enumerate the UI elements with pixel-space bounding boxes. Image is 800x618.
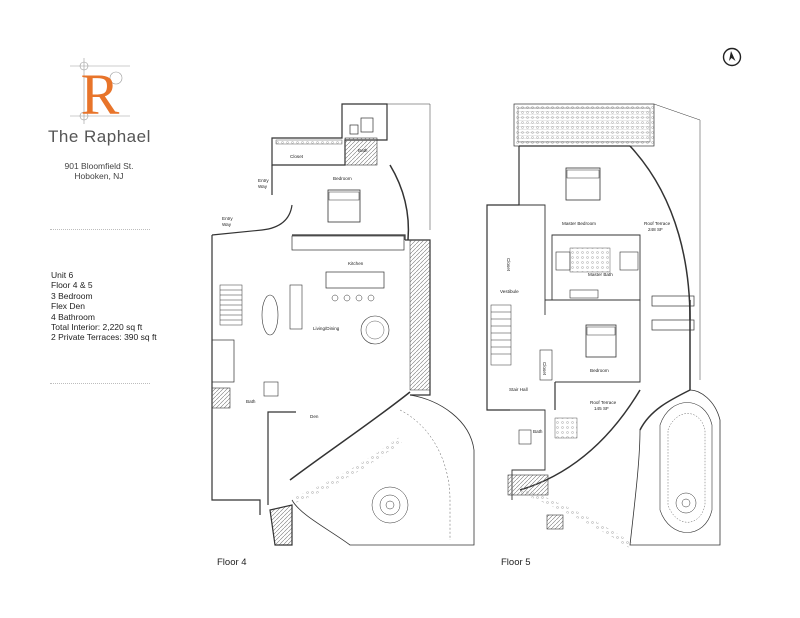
f4-bath-bottom-label: Bath: [246, 399, 256, 404]
floor-5-label: Floor 5: [501, 557, 531, 568]
f5-roof-terrace-2-label: Roof Terrace: [590, 400, 617, 405]
divider-bottom: [50, 383, 150, 384]
f4-kitchen-label: Kitchen: [348, 261, 364, 266]
logo-letter: R: [81, 62, 120, 124]
f4-entry-way-1b-label: Way: [258, 184, 268, 189]
raphael-logo-icon: R: [70, 58, 130, 124]
f4-entry-way-2b-label: Way: [222, 222, 232, 227]
f5-closet-label: Closet: [506, 258, 511, 272]
f5-roof-terrace-2-area: 145 SF: [594, 406, 609, 411]
f4-den-label: Den: [310, 414, 319, 419]
f4-entry-way-2a-label: Entry: [222, 216, 233, 221]
spec-bedrooms: 3 Bedroom: [51, 290, 93, 301]
floor-4-plan: [211, 103, 475, 546]
f4-living-label: Living/Dining: [313, 326, 340, 331]
spec-den: Flex Den: [51, 301, 86, 312]
f5-closet-2-label: Closet: [542, 362, 547, 376]
address-line-2: Hoboken, NJ: [74, 171, 124, 181]
address: 901 Bloomfield St. Hoboken, NJ: [60, 161, 138, 181]
f5-vestibule-label: Vestibule: [500, 289, 519, 294]
spec-unit: Unit 6: [51, 270, 74, 280]
spec-bathrooms: 4 Bathroom: [51, 311, 95, 322]
f5-bedroom-label: Bedroom: [590, 368, 609, 373]
f4-bedroom-label: Bedroom: [333, 176, 352, 181]
f5-roof-terrace-1-label: Roof Terrace: [644, 221, 671, 226]
f5-master-bedroom-label: Master Bedroom: [562, 221, 596, 226]
unit-specs: Unit 6 Floor 4 & 5 3 Bedroom Flex Den 4 …: [51, 270, 157, 343]
floor-4-label: Floor 4: [217, 557, 247, 568]
f5-roof-terrace-1-area: 248 SF: [648, 227, 663, 232]
brand-title: The Raphael: [48, 127, 151, 146]
spec-terraces: 2 Private Terraces: 390 sq ft: [51, 332, 157, 343]
f5-stair-hall-label: Stair Hall: [509, 387, 528, 392]
address-line-1: 901 Bloomfield St.: [64, 161, 134, 171]
divider-top: [50, 229, 150, 230]
f5-bath-label: Bath: [533, 429, 543, 434]
f5-master-bath-label: Master Bath: [588, 272, 613, 277]
f4-bath-top-label: Bath: [358, 148, 368, 153]
floor-5-plan: [486, 103, 721, 548]
f4-entry-way-1a-label: Entry: [258, 178, 269, 183]
north-arrow-icon: [722, 47, 742, 67]
spec-interior: Total Interior: 2,220 sq ft: [51, 322, 143, 333]
f4-closet-label: Closet: [290, 154, 304, 159]
spec-floors: Floor 4 & 5: [51, 280, 93, 291]
